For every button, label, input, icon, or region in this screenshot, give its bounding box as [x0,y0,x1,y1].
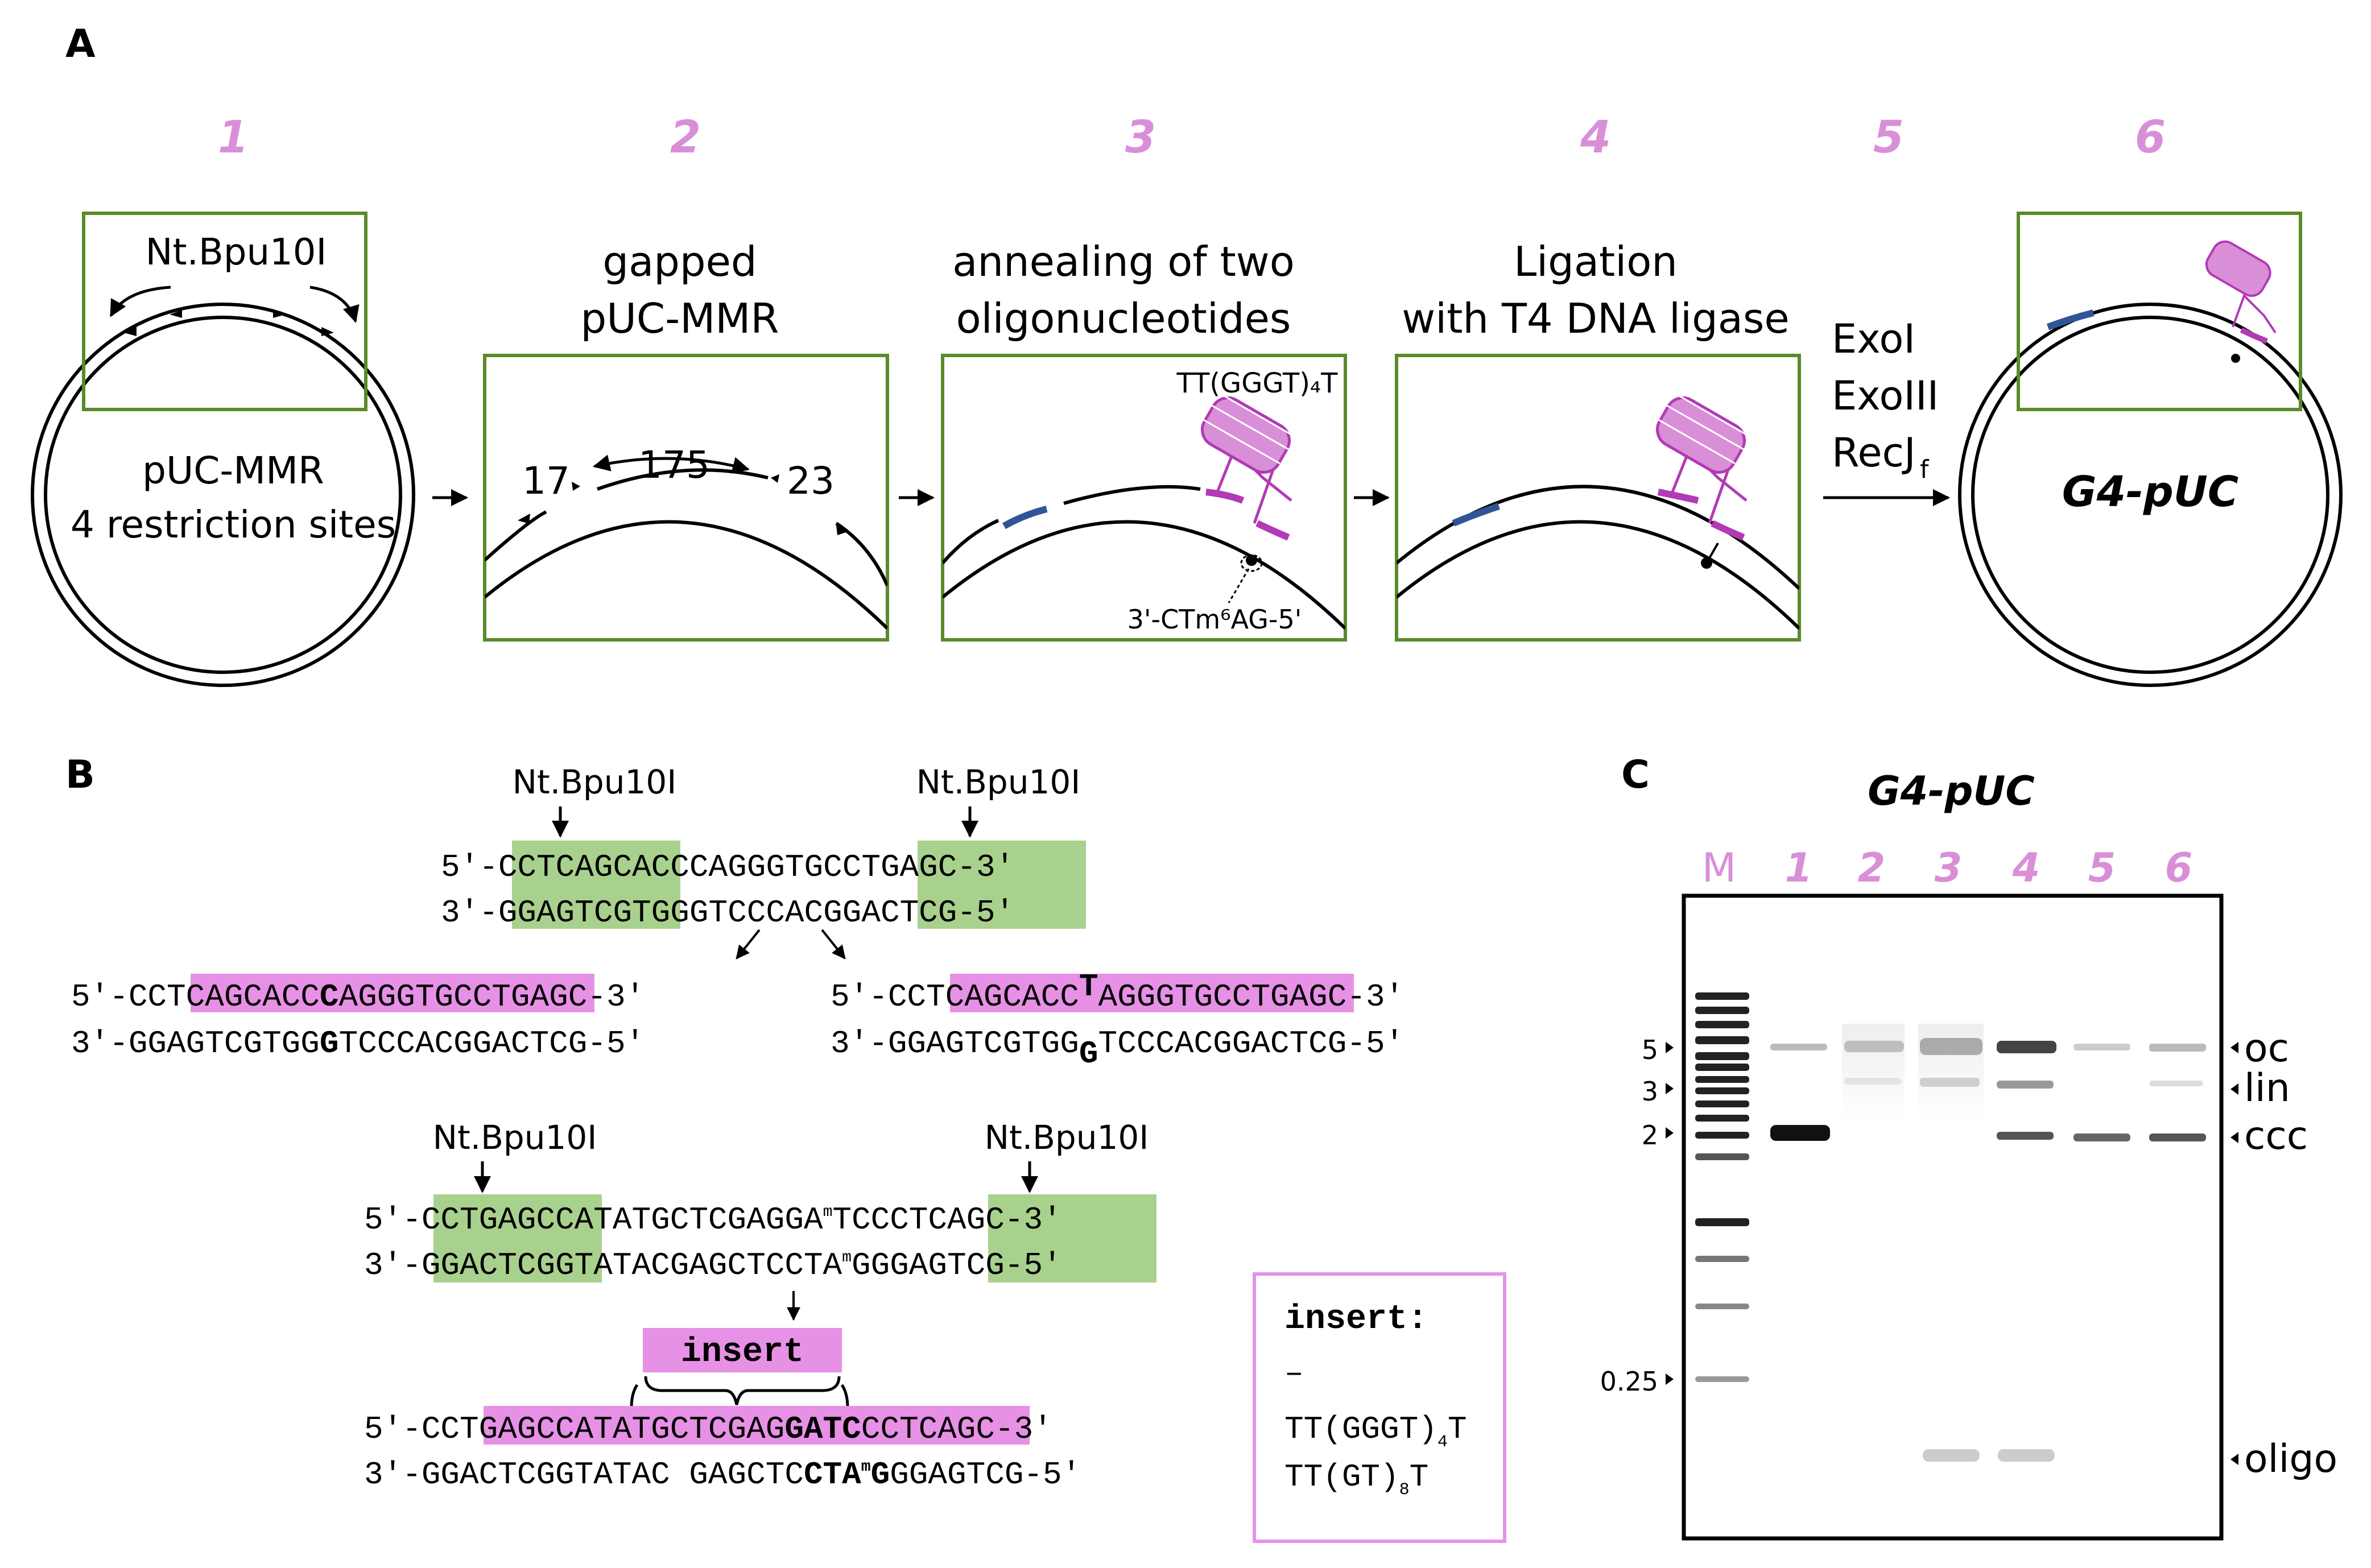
insert-label-box [643,1328,842,1372]
plasmid-step6: G4-pUC [1958,212,2343,687]
panel-b-label: B [65,752,95,797]
gel-title: G4-pUC [1868,768,2035,814]
marker-size-2: 2 [1642,1120,1658,1151]
site1-enzymes: Nt.Bpu10I Nt.Bpu10I [513,763,1081,838]
lane-label-3: 3 [1935,845,1963,891]
recj-subscript: f [1920,455,1930,484]
plasmid-sites: 4 restriction sites [71,503,396,547]
site1-duplex: 5'-CCTCAGCACCCAGGGTGCCTGAGC-3' 3'-GGAGTC… [441,849,1014,931]
insert-product-top: 5'-CCTGAGCCATATGCTCGAGGATCCCTCAGC-3' [364,1411,1052,1447]
product-right-top: 5'-CCTCAGCACCTAGGGTGCCTGAGC-3' [831,969,1404,1015]
lane-label-2: 2 [1858,845,1886,891]
exo-3: RecJ [1832,429,1916,476]
gel-image [1682,893,2224,1541]
band-ccc: ccc [2244,1114,2308,1159]
product-name: G4-pUC [2062,467,2238,516]
plasmid-name: pUC-MMR [142,449,324,493]
gap-middle-length: 175 [638,443,710,487]
step-numbers: 1 2 3 4 5 6 [218,112,2166,163]
step3-annealing: annealing of two oligonucleotides TT(GGG… [941,238,1347,642]
step4-title-2: with T4 DNA ligase [1402,295,1789,342]
enzyme-label-4: Nt.Bpu10I [985,1118,1149,1157]
band-labels: oc lin ccc oligo [2244,1026,2337,1482]
band-oc: oc [2244,1026,2289,1071]
marker-size-025: 0.25 [1600,1366,1658,1397]
lane-label-4: 4 [2012,845,2040,891]
marker-size-3: 3 [1642,1076,1658,1107]
enzyme-label-1: Nt.Bpu10I [513,763,677,801]
methyl-oligo-label: 3'-CTm⁶AG-5' [1127,604,1302,635]
gap-left-length: 17 [522,459,570,503]
insert-box-title: insert: [1284,1300,1428,1339]
insert-label: insert [681,1333,804,1372]
step2-title-2: pUC-MMR [581,295,779,342]
panel-c-label: C [1621,752,1650,797]
g4-quadruplex-icon-step4 [1655,394,1753,524]
product-right-bottom: 3'-GGAGTCGTGGGTCCCACGGACTCG-5' [831,1025,1404,1072]
insert-options: insert: – TT(GGGT)4T TT(GT)8T [1284,1300,1467,1500]
step2-gapped: gapped pUC-MMR 17 175 23 [483,238,889,642]
step5-exonucleases: ExoI ExoIII RecJ f [1832,316,1939,484]
site2-bottom-strand: 3'-GGACTCGGTATACGAGCTCCTAmGGGAGTCG-5' [364,1247,1062,1284]
lane-label-1: 1 [1785,845,1813,891]
insert-product: 5'-CCTGAGCCATATGCTCGAGGATCCCTCAGC-3' 3'-… [364,1411,1081,1493]
marker-ladder [1695,992,1749,1382]
panel-a-label: A [65,22,96,67]
site2-top-strand: 5'-CCTGAGCCATATGCTCGAGGAmTCCCTCAGC-3' [364,1202,1062,1238]
gel-bands [1770,1024,2206,1462]
site2-enzymes: Nt.Bpu10I Nt.Bpu10I [433,1118,1149,1193]
band-lin: lin [2244,1066,2290,1111]
lane-label-6: 6 [2165,845,2193,891]
step-number-5: 5 [1873,112,1904,163]
marker-size-5: 5 [1642,1035,1658,1065]
plasmid-step1: Nt.Bpu10I pUC-MMR 4 restriction sites [31,212,415,687]
site1-bottom-strand: 3'-GGAGTCGTGGGTCCCACGGACTCG-5' [441,895,1014,931]
step-number-4: 4 [1580,112,1611,163]
step-number-6: 6 [2135,112,2166,163]
insert-options-box [1253,1272,1506,1543]
exo-2: ExoIII [1832,373,1939,419]
site1-products: 5'-CCTCAGCACCCAGGGTGCCTGAGC-3' 3'-GGAGTC… [71,969,1404,1072]
lane-label-5: 5 [2088,845,2116,891]
step4-title-1: Ligation [1514,238,1678,286]
step4-ligation: Ligation with T4 DNA ligase [1395,238,1801,642]
step-number-2: 2 [670,112,701,163]
step-number-1: 1 [218,112,249,163]
enzyme-label-3: Nt.Bpu10I [433,1118,597,1157]
product-left-bottom: 3'-GGAGTCGTGGGTCCCACGGACTCG-5' [71,1025,645,1062]
site2-duplex: 5'-CCTGAGCCATATGCTCGAGGAmTCCCTCAGC-3' 3'… [364,1202,1062,1284]
step2-title-1: gapped [602,238,757,286]
g4-quadruplex-icon [1200,394,1298,524]
gap-right-length: 23 [787,459,835,503]
step3-title-1: annealing of two [952,238,1295,286]
plasmid-enzyme-label: Nt.Bpu10I [146,231,327,274]
exo-1: ExoI [1832,316,1915,362]
lane-labels: M 1 2 3 4 5 6 [1702,845,2193,891]
insert-option-g4: TT(GGGT)4T [1284,1411,1467,1452]
product-left-top: 5'-CCTCAGCACCCAGGGTGCCTGAGC-3' [71,979,645,1015]
insert-brace [644,1376,841,1405]
marker-sizes: 5 3 2 0.25 [1600,1035,1658,1397]
lane-label-m: M [1702,845,1736,891]
insert-product-bottom: 3'-GGACTCGGTATAC GAGCTCCTAmGGGAGTCG-5' [364,1457,1081,1493]
enzyme-label-2: Nt.Bpu10I [916,763,1081,801]
insert-option-empty: – [1284,1355,1304,1392]
step-number-3: 3 [1125,112,1156,163]
insert-option-gt: TT(GT)8T [1284,1459,1428,1500]
step3-title-2: oligonucleotides [956,295,1291,342]
site1-top-strand: 5'-CCTCAGCACCCAGGGTGCCTGAGC-3' [441,849,1014,886]
band-oligo: oligo [2244,1437,2337,1482]
zoom-box [82,212,367,411]
g4-oligo-label: TT(GGGT)₄T [1176,367,1338,399]
